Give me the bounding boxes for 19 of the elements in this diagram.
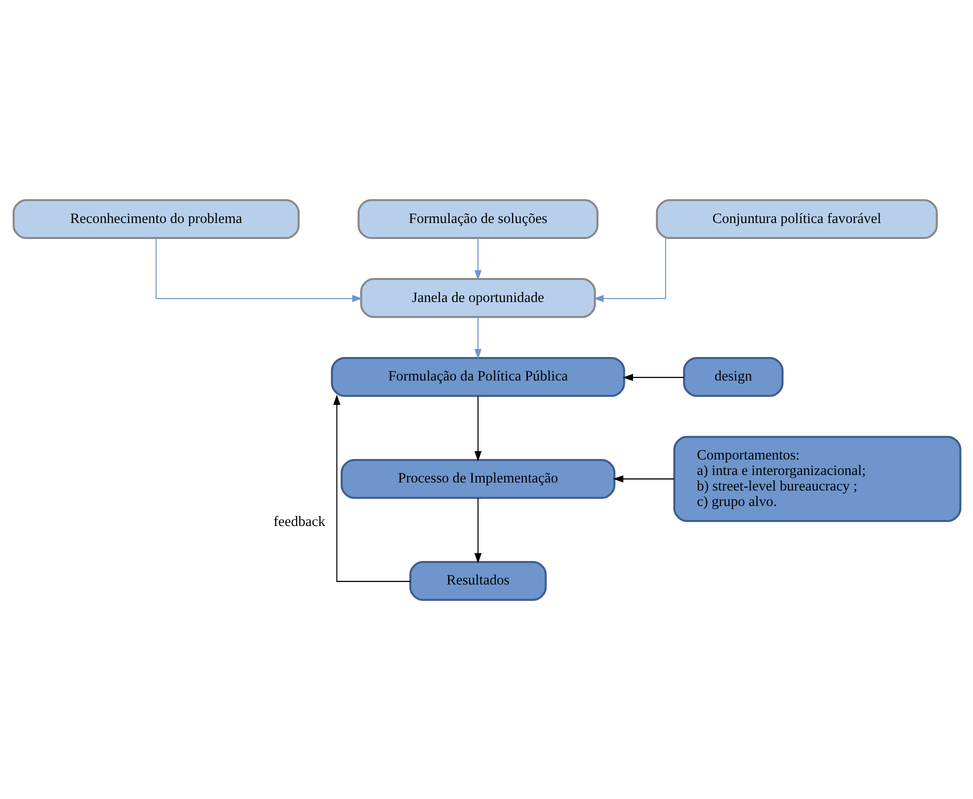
arrow (155, 238, 362, 302)
node-box: Formulação de soluções (357, 198, 598, 239)
arrow (612, 474, 674, 482)
node-box: Reconhecimento do problema (12, 198, 300, 239)
node-box: Comportamentos: a) intra e interorganizacional; b) street-level bureaucracy ; c) grupo alvo. (672, 435, 961, 522)
node-box: design (682, 356, 784, 396)
arrow (622, 373, 684, 381)
arrow (474, 498, 482, 563)
arrow (474, 396, 482, 461)
node-box: Resultados (408, 560, 546, 600)
arrow (474, 316, 482, 359)
edge-label: feedback (273, 513, 325, 530)
node-box: Formulação da Política Pública (330, 356, 625, 396)
node-box: Conjuntura política favorável (655, 198, 938, 239)
arrow (332, 394, 410, 582)
arrow (474, 238, 482, 280)
node-box: Janela de oportunidade (360, 278, 596, 318)
arrow (592, 238, 666, 302)
node-box: Processo de Implementação (340, 458, 615, 498)
